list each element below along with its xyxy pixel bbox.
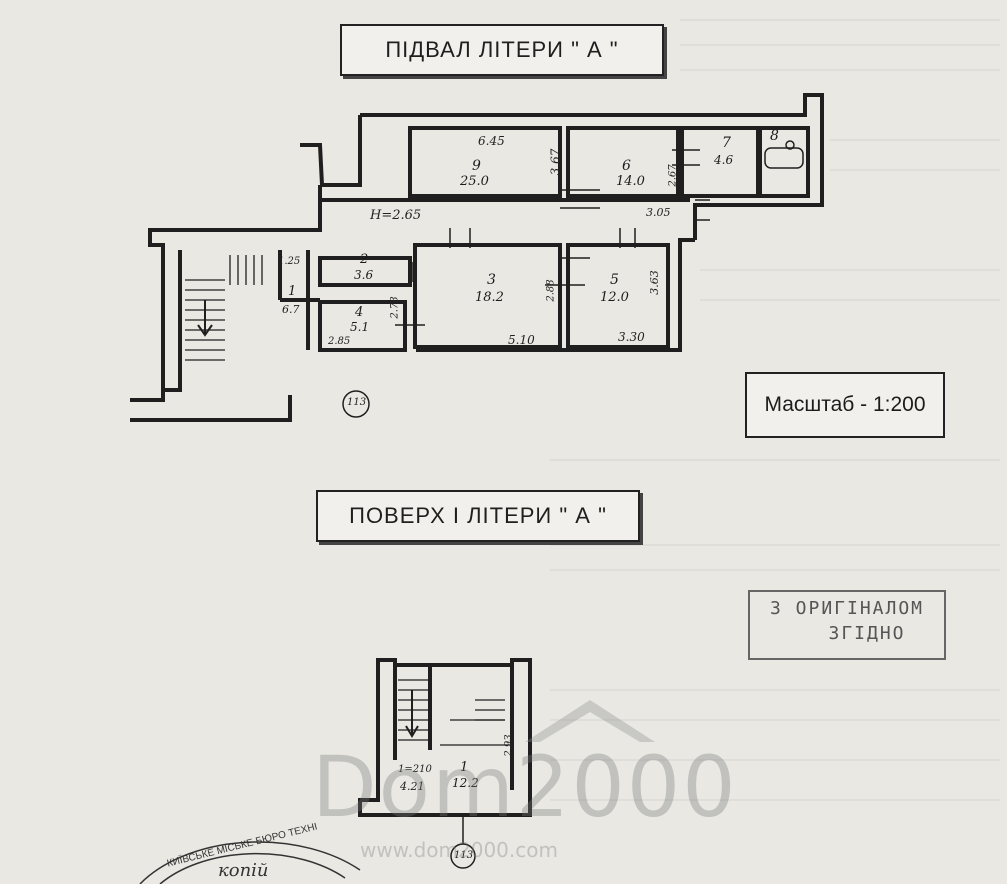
first-floor-room-area: 12.2 <box>452 776 479 790</box>
first-floor-dim-left-top: 1=210 <box>398 764 432 775</box>
dim-3-05: 3.05 <box>646 206 671 219</box>
room-9-number: 9 <box>472 158 481 174</box>
bath-fixture <box>764 140 804 169</box>
room-3-number: 3 <box>487 272 496 288</box>
dim-3-67: 3.67 <box>548 148 563 176</box>
stamp-line-2: ЗГІДНО <box>828 623 906 644</box>
room-4-area: 5.1 <box>350 320 370 334</box>
room-6-area: 14.0 <box>616 174 645 189</box>
room-9-area: 25.0 <box>460 174 489 189</box>
room-1-area: 6.7 <box>282 303 300 316</box>
height-note: Н=2.65 <box>370 208 422 223</box>
dim-6-45: 6.45 <box>478 134 505 148</box>
basement-title-box: ПІДВАЛ ЛІТЕРИ " А " <box>340 24 664 76</box>
seal-bottom-text: копій <box>218 860 269 881</box>
room-5-number: 5 <box>610 272 619 288</box>
dim-5-10: 5.10 <box>508 333 535 347</box>
watermark-url: www.dom2000.com <box>360 838 558 862</box>
dim-1-25: 1.25 <box>278 256 301 267</box>
room-7-area: 4.6 <box>714 153 734 167</box>
scale-box: Масштаб - 1:200 <box>745 372 945 438</box>
dim-2-78: 2.78 <box>389 296 401 319</box>
room-8-number: 8 <box>770 128 779 144</box>
stamp-line-1: З ОРИГІНАЛОМ <box>769 598 925 619</box>
room-4-number: 4 <box>355 305 364 320</box>
scale-label: Масштаб - 1:200 <box>764 393 926 416</box>
room-2-area: 3.6 <box>354 268 374 282</box>
first-floor-title-box: ПОВЕРХ І ЛІТЕРИ " А " <box>316 490 640 542</box>
dim-2-85: 2.85 <box>328 336 351 347</box>
first-floor-room-number: 1 <box>460 760 469 775</box>
building-number-basement: 113 <box>347 397 367 408</box>
building-number-first-floor: 113 <box>454 850 474 861</box>
room-5-area: 12.0 <box>600 290 629 305</box>
building-number-marker-basement <box>342 390 370 418</box>
basement-stairs <box>185 255 263 361</box>
dim-2-67: 2.67 <box>667 164 679 187</box>
certified-copy-stamp: З ОРИГІНАЛОМ ЗГІДНО <box>748 590 946 660</box>
basement-title: ПІДВАЛ ЛІТЕРИ " А " <box>385 37 619 62</box>
room-7-number: 7 <box>722 135 731 151</box>
room-2-number: 2 <box>360 252 369 267</box>
official-seal <box>139 841 361 884</box>
basement-plan <box>130 93 824 422</box>
first-floor-plan <box>358 658 532 817</box>
dim-2-88: 2.88 <box>545 279 557 302</box>
dim-3-63: 3.63 <box>647 270 661 295</box>
room-1-number: 1 <box>288 284 297 299</box>
watermark-logo: Dom2000 <box>312 738 738 836</box>
watermark-house-icon <box>525 700 655 742</box>
first-floor-title: ПОВЕРХ І ЛІТЕРИ " А " <box>349 503 607 528</box>
first-floor-dim-left-bottom: 4.21 <box>400 780 425 793</box>
room-6-number: 6 <box>622 158 631 174</box>
dim-3-30: 3.30 <box>618 330 645 344</box>
room-3-area: 18.2 <box>475 290 504 305</box>
first-floor-stairs <box>398 679 510 746</box>
